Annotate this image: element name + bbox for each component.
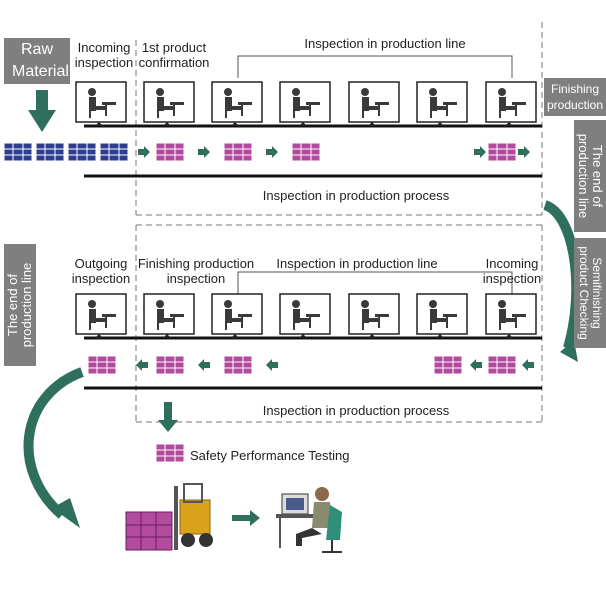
semifinishing-checking-label: Semifinishing product Checking [577,246,604,340]
product-box-icon [87,355,117,375]
raw-material-down-arrow [28,90,56,132]
incoming-inspection-top-label: Incoming inspection [74,40,134,70]
end-of-line-right-label: The end of production line [576,133,605,219]
inspector-at-desk-icon [143,293,195,338]
flow-arrow-icon [138,146,150,158]
inspection-line-top-label: Inspection in production line [304,36,466,51]
computer-worker-icon [276,487,342,553]
flow-arrow-icon [266,359,278,371]
product-box-icon [155,142,185,162]
flow-arrow-icon [266,146,278,158]
bracket-bottom [237,271,513,298]
flow-arrow-icon [522,359,534,371]
first-product-confirmation-label: 1st product confirmation [138,40,210,70]
forklift-icon [125,483,213,551]
product-box-icon [487,142,517,162]
end-of-line-left-tag: The end of production line [4,244,36,366]
inspector-at-desk-icon [279,293,331,338]
flow-arrow-icon [198,146,210,158]
finishing-production-inspection-label: Finishing production inspection [137,256,255,286]
raw-material-box-icon [67,142,97,162]
inspector-at-desk-icon [211,81,263,126]
product-box-icon [223,355,253,375]
curve-arrow-left-head [52,498,80,528]
raw-material-box-icon [99,142,129,162]
arrow-to-worker [232,510,260,526]
flow-arrow-icon [474,146,486,158]
inspector-at-desk-icon [348,293,400,338]
safety-testing-label: Safety Performance Testing [190,448,350,463]
inspection-line-bottom-label: Inspection in production line [276,256,438,271]
product-box-icon [223,142,253,162]
bracket-top [237,55,513,78]
inspector-at-desk-icon [348,81,400,126]
product-box-icon [291,142,321,162]
curve-arrow-right-head [560,340,578,362]
inspector-at-desk-icon [75,81,127,126]
inspection-process-bottom-label: Inspection in production process [262,403,450,418]
conveyor-lines [84,124,542,390]
product-box-icon [433,355,463,375]
finishing-production-label: Finishing production [546,82,604,112]
end-of-line-left-label: The end of production line [5,262,34,348]
semifinishing-checking-tag: Semifinishing product Checking [574,238,606,348]
inspector-at-desk-icon [211,293,263,338]
raw-material-box-icon [35,142,65,162]
product-box-icon [155,443,185,463]
flow-arrow-icon [136,359,148,371]
end-of-line-right-tag: The end of production line [574,120,606,232]
inspector-at-desk-icon [75,293,127,338]
product-box-icon [155,355,185,375]
raw-material-label: Raw Material [12,41,69,80]
flow-arrow-icon [470,359,482,371]
down-arrow-safety [158,402,178,432]
raw-material-tag: Raw Material [4,38,70,84]
inspector-at-desk-icon [485,81,537,126]
incoming-inspection-bottom-label: Incoming inspection [482,256,542,286]
flow-arrow-icon [518,146,530,158]
flow-arrow-icon [198,359,210,371]
inspection-process-top-label: Inspection in production process [262,188,450,203]
inspector-at-desk-icon [485,293,537,338]
outgoing-inspection-label: Outgoing inspection [71,256,131,286]
curve-arrow-right [542,200,582,350]
curve-arrow-left [23,367,84,519]
product-box-icon [487,355,517,375]
raw-material-box-icon [3,142,33,162]
inspector-at-desk-icon [416,81,468,126]
finishing-production-tag: Finishing production [544,78,606,116]
inspector-at-desk-icon [416,293,468,338]
inspector-at-desk-icon [279,81,331,126]
inspector-at-desk-icon [143,81,195,126]
